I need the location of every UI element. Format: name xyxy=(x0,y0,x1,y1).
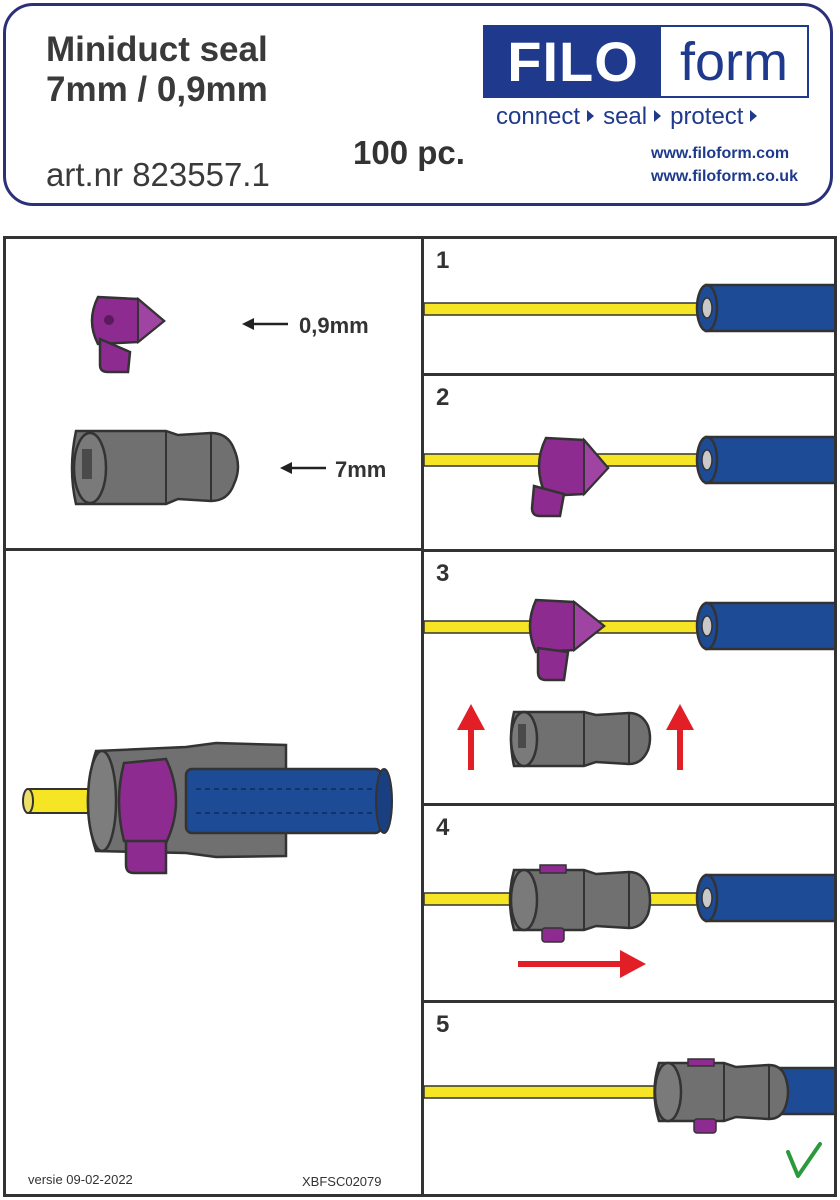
step-divider-1 xyxy=(424,373,834,376)
assembled-view-panel xyxy=(6,551,421,1194)
tagline: connect seal protect xyxy=(496,103,766,131)
step-divider-4 xyxy=(424,1000,834,1003)
step-divider-2 xyxy=(424,549,834,552)
parts-drawing xyxy=(70,295,326,506)
triangle-right-icon xyxy=(654,110,662,122)
tagline-protect: protect xyxy=(670,103,744,130)
triangle-right-icon xyxy=(587,110,595,122)
product-title: Miniduct seal 7mm / 0,9mm xyxy=(46,30,268,110)
arrow-right-icon xyxy=(518,950,646,978)
triangle-right-icon xyxy=(750,110,758,122)
step-3-drawing xyxy=(424,598,834,770)
step-divider-3 xyxy=(424,803,834,806)
step-number: 2 xyxy=(436,384,450,411)
arrow-up-icon xyxy=(457,704,485,770)
large-sleeve-label: 7mm xyxy=(335,457,387,482)
step-4-panel: 4 xyxy=(424,806,834,1000)
tagline-connect: connect xyxy=(496,103,581,130)
arrow-left-icon xyxy=(242,318,288,330)
step-number: 3 xyxy=(436,560,450,587)
product-title-line1: Miniduct seal xyxy=(46,30,268,69)
step-number: 4 xyxy=(436,814,450,841)
website-couk[interactable]: www.filoform.co.uk xyxy=(651,168,798,185)
website-com[interactable]: www.filoform.com xyxy=(651,145,790,162)
step-5-drawing xyxy=(424,1058,834,1134)
parts-panel: 0,9mm 7mm xyxy=(6,239,421,548)
step-number: 5 xyxy=(436,1011,450,1038)
quantity: 100 pc. xyxy=(353,134,465,171)
logo-filo: FILO xyxy=(485,27,661,96)
tagline-seal: seal xyxy=(603,103,648,130)
small-seal-part xyxy=(90,295,166,374)
assembled-drawing xyxy=(22,741,393,875)
step-2-panel: 2 xyxy=(424,376,834,549)
article-number: art.nr 823557.1 xyxy=(46,156,270,193)
step-5-panel: 5 xyxy=(424,1003,834,1194)
step-1-drawing xyxy=(424,283,834,333)
instruction-sheet: 0,9mm 7mm 1 2 xyxy=(3,236,837,1197)
arrow-up-icon xyxy=(666,704,694,770)
header-card: Miniduct seal 7mm / 0,9mm art.nr 823557.… xyxy=(3,3,833,206)
column-divider xyxy=(421,239,424,1194)
left-divider xyxy=(6,548,421,551)
step-1-panel: 1 xyxy=(424,239,834,373)
small-seal-label: 0,9mm xyxy=(299,313,369,338)
large-sleeve-part xyxy=(70,429,240,506)
step-3-panel: 3 xyxy=(424,552,834,803)
checkmark-icon xyxy=(786,1142,822,1178)
arrow-left-icon xyxy=(280,462,326,474)
step-2-drawing xyxy=(424,435,834,518)
step-4-drawing xyxy=(424,864,834,978)
product-code: XBFSC02079 xyxy=(302,1174,382,1189)
product-title-line2: 7mm / 0,9mm xyxy=(46,70,268,109)
sleeve-illustration xyxy=(509,710,652,768)
logo-form: form xyxy=(661,27,807,96)
filoform-logo: FILO form xyxy=(483,25,809,98)
version-text: versie 09-02-2022 xyxy=(28,1172,133,1187)
step-number: 1 xyxy=(436,247,450,274)
